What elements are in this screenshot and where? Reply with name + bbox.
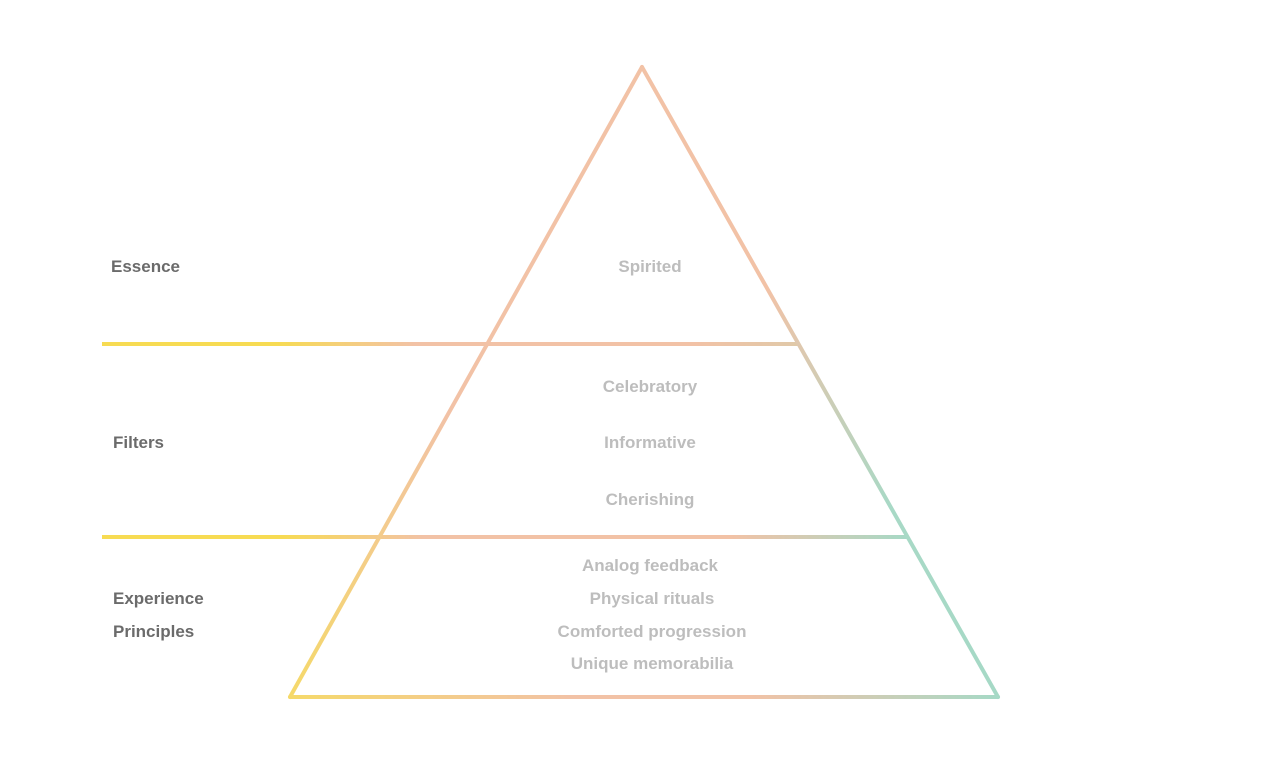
principle-item: Unique memorabilia [570,654,734,673]
level-label-essence: Essence [111,257,180,276]
principle-item: Physical rituals [589,589,715,608]
level-label-experience: Experience [113,589,204,608]
pyramid-right-edge [640,65,1000,699]
level-label-principles: Principles [113,622,195,641]
principle-item: Comforted progression [557,622,747,641]
principle-item: Analog feedback [581,556,719,575]
filter-item: Cherishing [605,490,695,509]
filter-item: Informative [604,433,696,452]
filter-item: Celebratory [602,377,698,396]
essence-item: Spirited [618,257,682,276]
pyramid-left-edge [288,65,644,699]
level-label-filters: Filters [113,433,165,452]
